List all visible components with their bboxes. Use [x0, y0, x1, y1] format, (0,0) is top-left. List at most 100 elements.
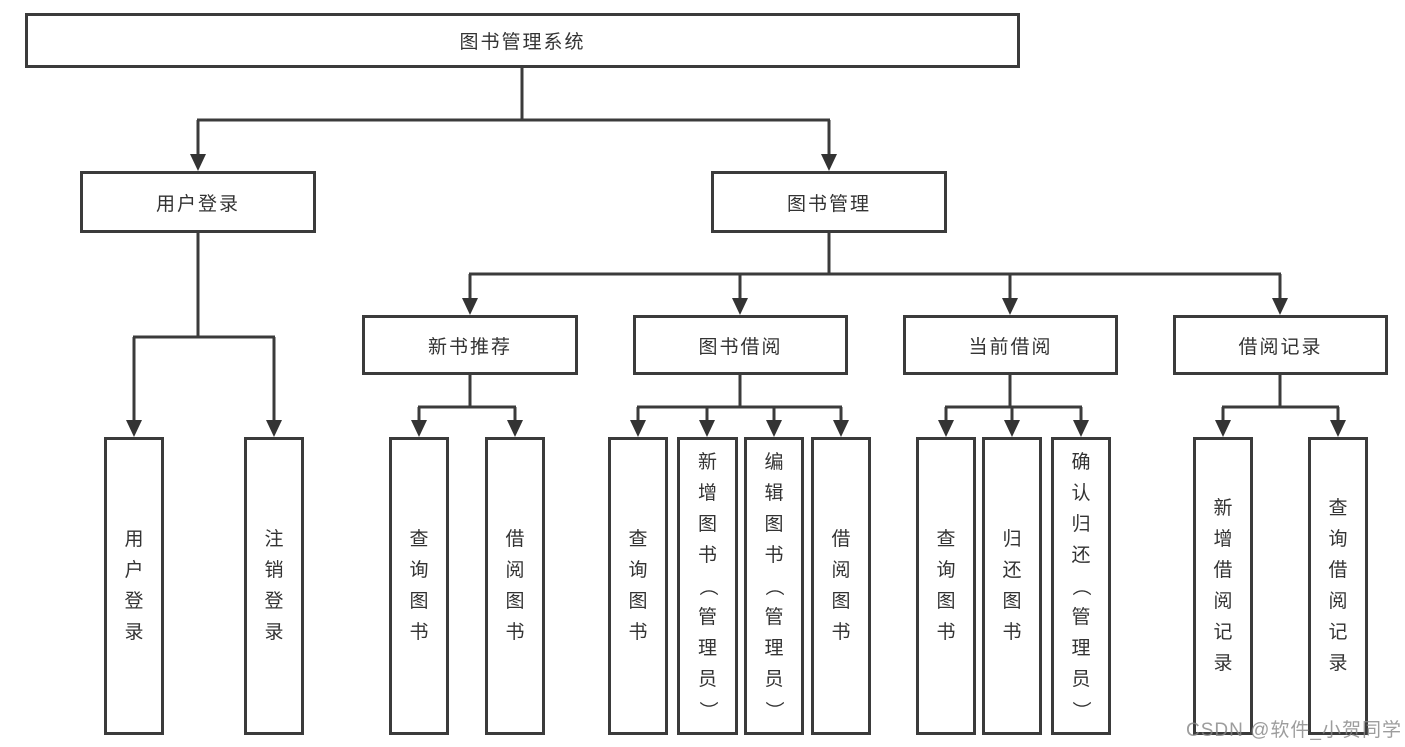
vertical-label-char: 询: [1328, 529, 1348, 550]
vertical-label-char: 查: [409, 529, 429, 550]
node-leaf-return-books: 归还图书: [982, 437, 1042, 735]
node-label: 图书借阅: [698, 336, 783, 358]
vertical-label-char: 书: [628, 622, 648, 643]
vertical-label-char: 录: [124, 622, 144, 643]
node-leaf-query-books-borrow: 查询图书: [608, 437, 668, 735]
node-leaf-borrow-books: 借阅图书: [811, 437, 871, 735]
vertical-label-char: ）: [1070, 700, 1092, 720]
node-label: 图书管理系统: [459, 32, 586, 53]
vertical-label-char: 书: [1002, 622, 1022, 643]
vertical-label-char: 记: [1213, 622, 1233, 643]
vertical-label-char: 辑: [764, 482, 784, 504]
vertical-label-char: 书: [764, 544, 784, 566]
node-label: 借阅图书: [831, 524, 850, 648]
vertical-label-char: ）: [696, 700, 718, 720]
vertical-label-char: 员: [697, 668, 717, 690]
vertical-label-char: 管: [697, 606, 717, 628]
vertical-label-char: 借: [1328, 560, 1348, 581]
vertical-label-char: 归: [1002, 529, 1022, 550]
node-branch-user-login: 用户登录: [80, 171, 316, 233]
vertical-label-char: 认: [1071, 482, 1091, 504]
node-label: 当前借阅: [968, 336, 1053, 358]
vertical-label-char: 管: [1071, 606, 1091, 628]
vertical-label-char: 图: [764, 513, 784, 535]
vertical-label-char: 理: [764, 637, 784, 659]
vertical-label-char: 查: [628, 529, 648, 550]
node-label: 新书推荐: [427, 336, 512, 358]
node-label: 借阅图书: [505, 524, 524, 648]
node-group-current-borrow: 当前借阅: [903, 315, 1118, 375]
vertical-label-char: 询: [628, 560, 648, 581]
vertical-label-char: ）: [763, 700, 785, 720]
vertical-label-char: 书: [409, 622, 429, 643]
vertical-label-char: 用: [124, 529, 144, 550]
vertical-label-char: 阅: [831, 560, 851, 581]
vertical-label-char: 注: [264, 529, 284, 550]
vertical-label-char: 户: [124, 560, 144, 581]
vertical-label-char: 书: [505, 622, 525, 643]
vertical-label-char: 询: [409, 560, 429, 581]
node-label: 借阅记录: [1238, 336, 1323, 358]
vertical-label-char: 图: [1002, 591, 1022, 612]
node-system-root: 图书管理系统: [25, 13, 1020, 68]
node-group-borrow-records: 借阅记录: [1173, 315, 1388, 375]
node-label: 归还图书: [1002, 524, 1021, 648]
vertical-label-char: 还: [1071, 544, 1091, 566]
node-label: 注销登录: [264, 524, 283, 648]
vertical-label-char: 询: [936, 560, 956, 581]
vertical-label-char: 图: [409, 591, 429, 612]
vertical-label-char: 阅: [505, 560, 525, 581]
node-label: 查询图书: [409, 524, 428, 648]
vertical-label-char: 理: [697, 637, 717, 659]
vertical-label-char: 借: [505, 529, 525, 550]
node-branch-book-management: 图书管理: [711, 171, 947, 233]
vertical-label-char: 增: [1213, 529, 1233, 550]
node-leaf-add-borrow-record: 新增借阅记录: [1193, 437, 1253, 735]
vertical-label-char: 员: [1071, 668, 1091, 690]
vertical-label-char: 借: [831, 529, 851, 550]
node-label: 新增图书（管理员）: [697, 447, 718, 726]
vertical-label-char: 查: [1328, 498, 1348, 519]
node-leaf-user-login: 用户登录: [104, 437, 164, 735]
node-label: 查询图书: [628, 524, 647, 648]
vertical-label-char: 归: [1071, 513, 1091, 535]
node-leaf-logout: 注销登录: [244, 437, 304, 735]
node-leaf-confirm-return-admin: 确认归还 （ 管理员 ）: [1051, 437, 1111, 735]
node-label: 新增借阅记录: [1213, 493, 1232, 679]
csdn-watermark: CSDN @软件_小贺同学: [1186, 720, 1402, 741]
vertical-label-char: 新: [697, 451, 717, 473]
vertical-label-char: 员: [764, 668, 784, 690]
node-label: 确认归还 （ 管理员 ）: [1070, 447, 1091, 726]
vertical-label-char: 登: [264, 591, 284, 612]
vertical-label-char: （: [696, 576, 718, 596]
vertical-label-char: 新: [1213, 498, 1233, 519]
vertical-label-char: 阅: [1328, 591, 1348, 612]
tree-edges: [132, 68, 1340, 424]
vertical-label-char: 编: [764, 451, 784, 473]
node-leaf-query-borrow-record: 查询借阅记录: [1308, 437, 1368, 735]
vertical-label-char: 书: [831, 622, 851, 643]
node-label: 用户登录: [124, 524, 143, 648]
vertical-label-char: 还: [1002, 560, 1022, 581]
node-leaf-edit-books-admin: 编辑图书（管理员）: [744, 437, 804, 735]
vertical-label-char: （: [1070, 576, 1092, 596]
vertical-label-char: 录: [1328, 653, 1348, 674]
vertical-label-char: 查: [936, 529, 956, 550]
node-leaf-query-books-current: 查询图书: [916, 437, 976, 735]
vertical-label-char: 阅: [1213, 591, 1233, 612]
vertical-label-char: 管: [764, 606, 784, 628]
node-label: 图书管理: [786, 193, 871, 215]
vertical-label-char: 确: [1071, 451, 1091, 473]
node-label: 用户登录: [155, 193, 240, 215]
node-group-new-book-recommend: 新书推荐: [362, 315, 578, 375]
node-leaf-query-books-recommend: 查询图书: [389, 437, 449, 735]
vertical-label-char: 图: [831, 591, 851, 612]
vertical-label-char: 理: [1071, 637, 1091, 659]
vertical-label-char: 图: [628, 591, 648, 612]
node-leaf-add-books-admin: 新增图书（管理员）: [677, 437, 738, 735]
node-label: 查询借阅记录: [1328, 493, 1347, 679]
vertical-label-char: 销: [264, 560, 284, 581]
node-label: 查询图书: [936, 524, 955, 648]
